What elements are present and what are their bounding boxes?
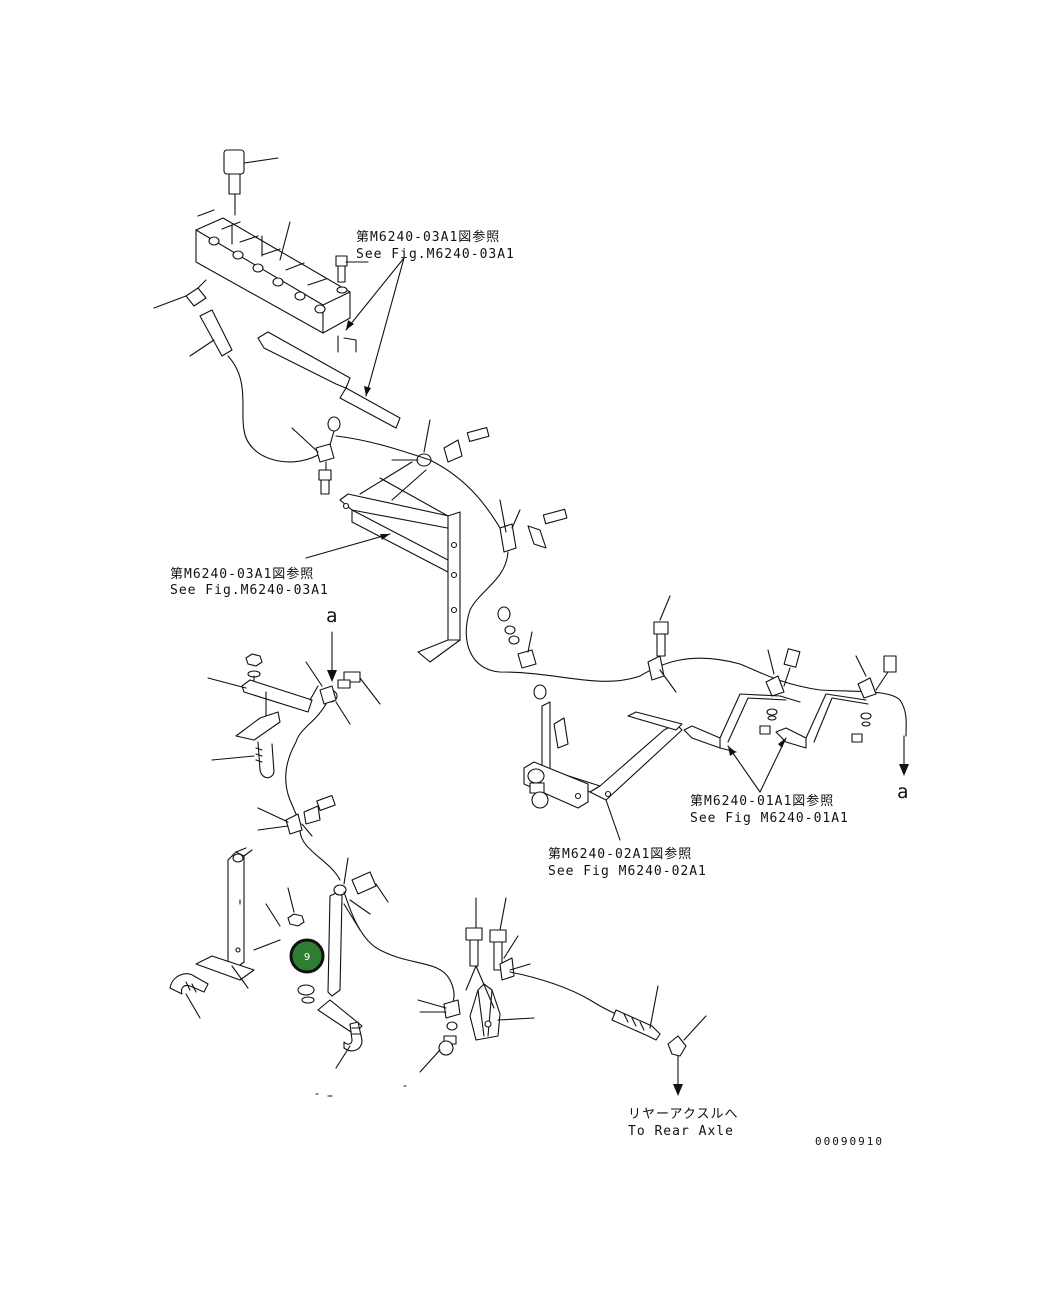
reference-fig02-en: See Fig M6240-02A1 (548, 864, 707, 879)
reference-fig02-ja: 第M6240-02A1図参照 (548, 846, 692, 862)
connection-a-right-label: a (897, 781, 908, 803)
reference-leaders-top (345, 257, 405, 397)
reference-fig03-mid-en: See Fig.M6240-03A1 (170, 583, 329, 598)
hose-top (335, 435, 507, 539)
destination-en: To Rear Axle (628, 1124, 734, 1139)
connection-a-top: a (326, 605, 337, 682)
callout-marker-label: 9 (304, 952, 310, 963)
reference-fig03-mid-ja: 第M6240-03A1図参照 (170, 566, 314, 582)
lower-center-assembly (417, 897, 535, 1073)
drawing-code: 00090910 (815, 1135, 884, 1148)
hose-left (285, 703, 341, 881)
reference-fig01-ja: 第M6240-01A1図参照 (690, 793, 834, 809)
clamp-bolt-mid (499, 499, 568, 553)
frame-bracket (339, 419, 490, 663)
reference-leader-mid (305, 533, 391, 559)
bracket-02A1 (523, 701, 683, 809)
callout-marker[interactable]: 9 (289, 938, 325, 974)
reference-fig03-top-en: See Fig.M6240-03A1 (356, 247, 515, 262)
reference-label-fig03-mid: 第M6240-03A1図参照 See Fig.M6240-03A1 (170, 566, 329, 598)
left-bracket-assembly (207, 653, 381, 779)
reference-label-fig03-top: 第M6240-03A1図参照 See Fig.M6240-03A1 (356, 229, 515, 262)
destination-ja: リヤーアクスルへ (628, 1107, 738, 1122)
connection-a-top-label: a (326, 605, 337, 627)
reference-leaders-01A1 (727, 737, 787, 793)
clamps-right (647, 595, 897, 743)
hose-rear-axle (509, 971, 621, 1017)
reference-label-fig02: 第M6240-02A1図参照 See Fig M6240-02A1 (548, 846, 707, 879)
reference-leader-02A1 (605, 799, 621, 841)
clamp-left-mid (257, 795, 336, 837)
washers-mid (497, 606, 547, 700)
reference-label-fig01: 第M6240-01A1図参照 See Fig M6240-01A1 (690, 793, 849, 826)
reference-fig03-top-ja: 第M6240-03A1図参照 (356, 229, 500, 245)
hose-mid (465, 551, 907, 737)
rear-axle-hose-end (611, 985, 707, 1096)
lower-left-brackets (169, 847, 407, 1097)
connection-a-right: a (897, 735, 909, 803)
hose-lower (343, 891, 455, 1011)
reference-fig01-en: See Fig M6240-01A1 (690, 811, 849, 826)
destination-label: リヤーアクスルへ To Rear Axle (628, 1107, 738, 1139)
manifold-assembly (153, 149, 401, 495)
bracket-01A1 (683, 693, 869, 753)
